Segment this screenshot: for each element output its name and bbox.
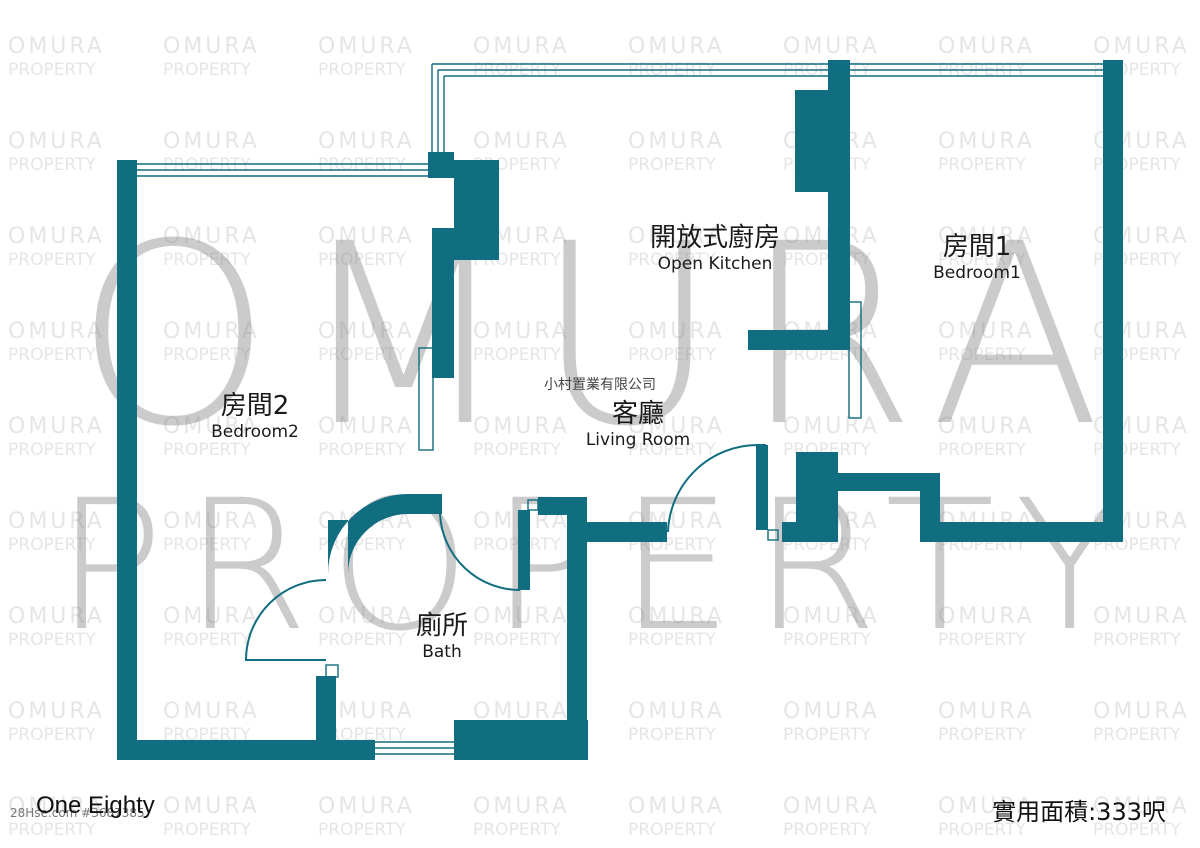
door-swing-bath-left [244, 579, 327, 661]
column-living [796, 452, 838, 542]
door-panel-bed2 [418, 347, 434, 451]
living-zh: 客廳 [611, 399, 665, 429]
wall-door-jamb [756, 445, 768, 530]
room-label-living: 客廳 Living Room [586, 400, 690, 449]
kitchen-zh: 開放式廚房 [649, 223, 781, 253]
room-label-kitchen: 開放式廚房 Open Kitchen [650, 224, 780, 273]
wall-bed2-divider [432, 228, 454, 378]
door-panel-bed1 [848, 301, 862, 419]
bedroom1-en: Bedroom1 [933, 262, 1021, 283]
door-hinge-bath-top [527, 499, 539, 511]
wall-bed1-upper [838, 473, 928, 491]
room-label-bedroom2: 房間2 Bedroom2 [211, 392, 299, 441]
wall-bath-door-jamb [518, 510, 530, 590]
living-en: Living Room [585, 429, 691, 450]
wall-bottom-right [454, 720, 588, 760]
window-bath [375, 741, 454, 755]
wall-bath-curved [328, 494, 442, 574]
room-label-bath: 廁所 Bath [416, 612, 468, 661]
wall-kitchen-counter [748, 330, 838, 350]
wall-bath-top-stub [538, 497, 568, 515]
wall-door-stub [782, 522, 802, 542]
wall-bottom-left [117, 740, 375, 760]
door-swing-living [667, 444, 766, 533]
windows [137, 63, 1103, 755]
estate-name: One Eighty [36, 792, 155, 819]
wall-left [117, 160, 137, 760]
saleable-area: 實用面積:333呎 [992, 798, 1166, 826]
bath-en: Bath [422, 641, 462, 662]
bedroom2-en: Bedroom2 [211, 421, 299, 442]
wall-bath-right [567, 497, 587, 760]
company-name: 小村置業有限公司 [544, 377, 656, 393]
door-hinge-bath [325, 664, 339, 678]
wall-kitchen-bed1 [828, 60, 850, 350]
bath-zh: 廁所 [415, 611, 469, 641]
walls [117, 60, 1123, 760]
room-label-bedroom1: 房間1 Bedroom1 [933, 233, 1021, 282]
bedroom1-zh: 房間1 [942, 232, 1012, 262]
column-block [454, 160, 499, 260]
kitchen-en: Open Kitchen [657, 253, 773, 274]
door-swing-bath-top [439, 513, 521, 592]
source-id: 28Hse.com #3687385 [10, 806, 145, 820]
door-hinge-living [767, 529, 779, 541]
door-swings [244, 444, 766, 661]
window-bed2 [137, 163, 430, 177]
window-vertical-left [431, 64, 445, 154]
wall-bath-stub [316, 676, 336, 748]
bedroom2-zh: 房間2 [220, 391, 290, 421]
wall-living-bottom [587, 522, 667, 542]
column-top [428, 152, 454, 178]
window-top [432, 63, 1103, 77]
wall-right [1103, 60, 1123, 542]
wall-kitchen-column [795, 90, 830, 192]
wall-bed1-bottom [920, 522, 1123, 542]
